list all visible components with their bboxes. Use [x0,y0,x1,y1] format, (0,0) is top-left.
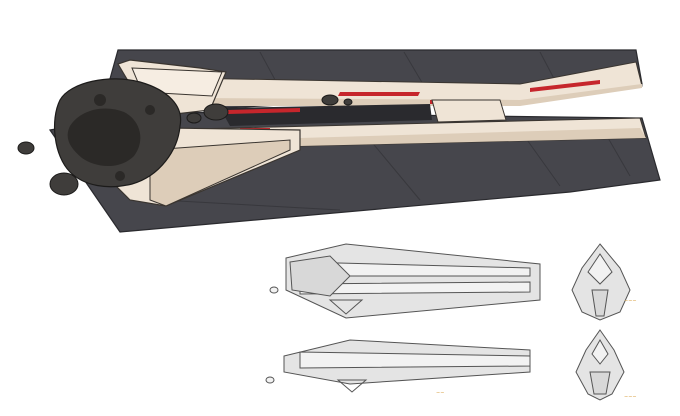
side-view-top-nose [289,255,351,297]
front-view-top-keel [591,289,609,317]
side-view-bottom-rock [265,376,275,384]
front-armor-plate [149,139,291,207]
side-view-signature: ~~ [436,390,444,396]
side-view-top-rock [269,286,279,294]
front-view-top: ~~~ [571,243,637,321]
side-view-top [269,243,541,319]
side-view-bottom-chevron [336,379,368,393]
main-render [17,49,661,233]
asteroid-cluster [53,78,182,188]
side-view-bottom-rail [299,351,531,369]
front-view-bottom-core [591,338,609,365]
front-view-top-signature: ~~~ [624,298,637,304]
front-view-bottom: ~~~ [575,329,637,401]
side-view-top-chevron [328,299,364,315]
front-view-bottom-signature: ~~~ [624,394,637,400]
front-view-bottom-body [575,329,625,401]
side-view-bottom [265,339,531,393]
front-view-top-core [587,253,613,285]
mid-strut [431,99,507,123]
front-view-bottom-keel [589,371,611,395]
upper-spine-shade [200,84,642,106]
lower-blade-shade [300,128,646,146]
floating-rocks [17,94,353,196]
